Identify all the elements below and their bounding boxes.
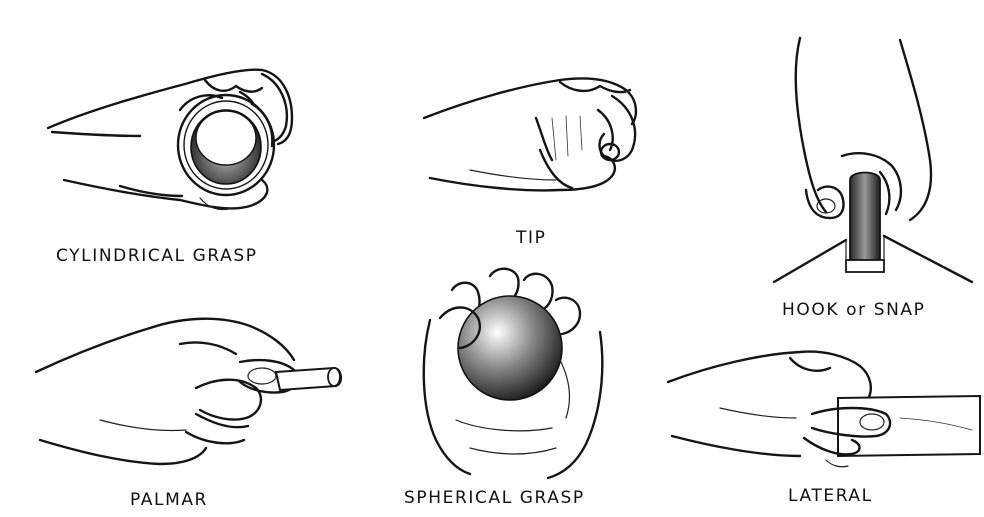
lateral-label: LATERAL [788,486,873,506]
hook-grasp-hand-illustration [774,38,972,282]
tip-label: TIP [516,228,546,248]
tip-grasp-hand-illustration [424,78,636,190]
cylindrical-grasp-label: CYLINDRICAL GRASP [56,246,258,266]
hook-or-snap-label: HOOK or SNAP [782,300,925,320]
lateral-grasp-hand-illustration [668,352,980,467]
spherical-grasp-hand-illustration [424,269,603,478]
palmar-grasp-hand-illustration [36,319,341,464]
spherical-grasp-label: SPHERICAL GRASP [404,488,585,508]
palmar-label: PALMAR [130,490,208,510]
cylindrical-grasp-hand-illustration [48,70,292,210]
